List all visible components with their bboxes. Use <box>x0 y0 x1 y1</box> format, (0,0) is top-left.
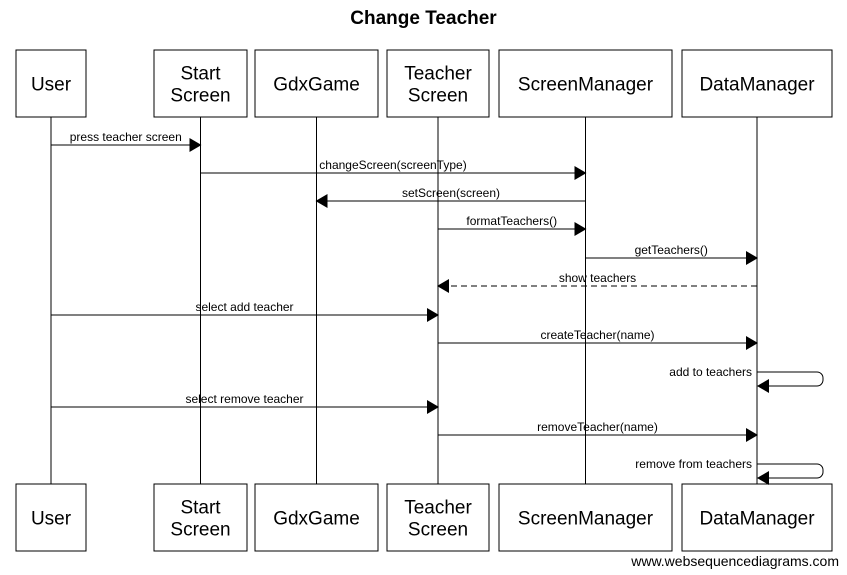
participant-box <box>15 49 87 118</box>
participant-label: DataManager <box>699 509 815 530</box>
participant-box <box>386 49 490 118</box>
message-11: remove from teachers <box>635 457 824 485</box>
participant-user-top: User <box>15 49 87 118</box>
message-6: select add teacher <box>51 300 439 322</box>
participant-label: User <box>31 509 72 530</box>
message-label: add to teachers <box>669 365 752 379</box>
participant-label: DataManager <box>699 75 815 96</box>
message-label: show teachers <box>559 271 636 285</box>
message-8: add to teachers <box>669 365 824 393</box>
participant-gdx-bottom: GdxGame <box>254 483 379 552</box>
participant-label: User <box>31 75 72 96</box>
message-4: getTeachers() <box>585 243 758 265</box>
participant-dm-bottom: DataManager <box>681 483 833 552</box>
participant-sm-top: ScreenManager <box>498 49 673 118</box>
message-label: removeTeacher(name) <box>537 420 658 434</box>
participant-sm-bottom: ScreenManager <box>498 483 673 552</box>
participant-user-bottom: User <box>15 483 87 552</box>
participant-label: Screen <box>408 520 468 541</box>
diagram-title: Change Teacher <box>350 8 497 29</box>
message-label: changeScreen(screenType) <box>319 158 466 172</box>
participant-label: GdxGame <box>273 75 360 96</box>
participant-box <box>681 49 833 118</box>
watermark-text: www.websequencediagrams.com <box>631 553 839 569</box>
participant-label: Screen <box>408 86 468 107</box>
participant-label: Screen <box>170 86 230 107</box>
participant-box <box>498 49 673 118</box>
participant-label: Start <box>180 498 221 519</box>
participant-box <box>153 483 248 552</box>
self-message-arrow <box>757 371 824 393</box>
self-message-arrow <box>757 463 824 485</box>
participant-label: Teacher <box>404 64 472 85</box>
message-label: select add teacher <box>195 300 293 314</box>
participant-label: Screen <box>170 520 230 541</box>
message-label: press teacher screen <box>70 130 182 144</box>
participant-box <box>15 483 87 552</box>
participant-dm-top: DataManager <box>681 49 833 118</box>
message-label: formatTeachers() <box>466 214 557 228</box>
message-label: select remove teacher <box>185 392 303 406</box>
participant-gdx-top: GdxGame <box>254 49 379 118</box>
participant-box <box>498 483 673 552</box>
message-3: formatTeachers() <box>438 214 587 236</box>
participant-label: Teacher <box>404 498 472 519</box>
participant-box <box>254 483 379 552</box>
message-2: setScreen(screen) <box>315 186 586 208</box>
participant-box <box>386 483 490 552</box>
participant-box <box>153 49 248 118</box>
message-0: press teacher screen <box>51 130 202 152</box>
participant-label: Start <box>180 64 221 85</box>
participant-label: ScreenManager <box>518 75 654 96</box>
participant-label: ScreenManager <box>518 509 654 530</box>
message-label: getTeachers() <box>635 243 708 257</box>
participant-label: GdxGame <box>273 509 360 530</box>
message-9: select remove teacher <box>51 392 439 414</box>
participant-box <box>254 49 379 118</box>
message-label: setScreen(screen) <box>402 186 500 200</box>
message-7: createTeacher(name) <box>438 328 758 350</box>
participant-box <box>681 483 833 552</box>
message-10: removeTeacher(name) <box>438 420 758 442</box>
message-1: changeScreen(screenType) <box>200 158 587 180</box>
message-label: createTeacher(name) <box>540 328 654 342</box>
message-label: remove from teachers <box>635 457 752 471</box>
message-5: show teachers <box>437 271 757 293</box>
